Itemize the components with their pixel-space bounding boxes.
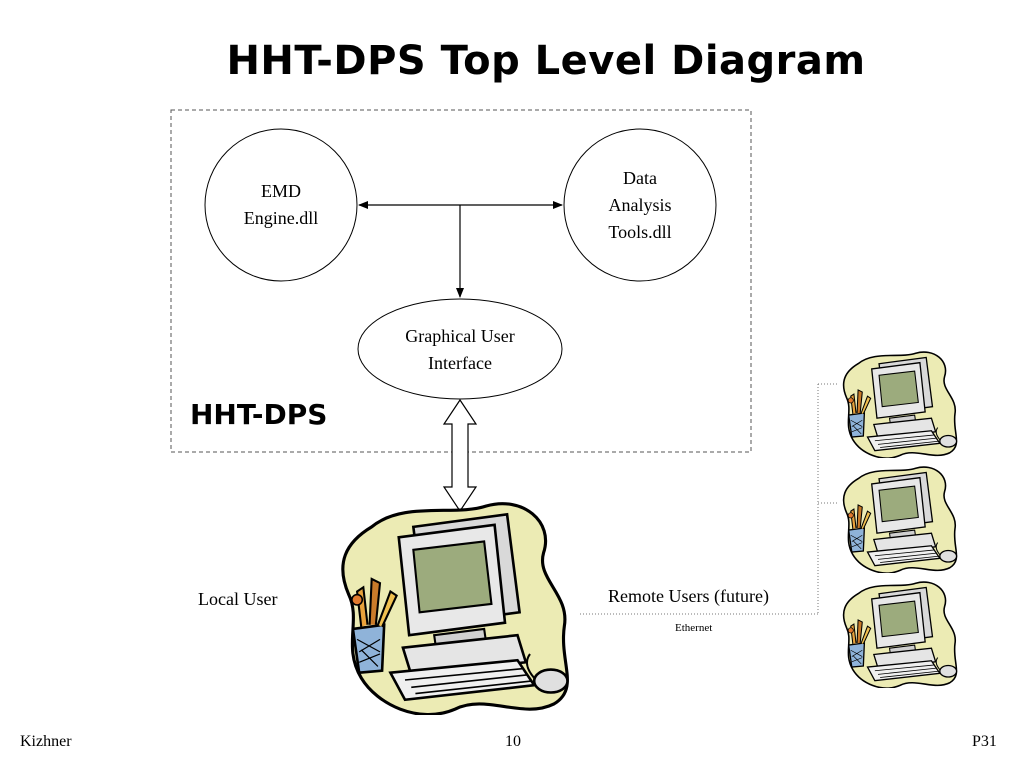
footer-code: P31 [972,733,997,750]
local-computer-icon [341,502,570,715]
remote-users-label: Remote Users (future) [608,586,769,606]
data-analysis-node-shape [563,128,717,282]
ethernet-label: Ethernet [675,622,713,634]
footer-page-number: 10 [505,733,521,750]
emd-engine-node-shape [204,128,358,282]
emd-engine-label: EMD Engine.dll [243,181,319,228]
data-analysis-tools-label: Data Analysis Tools.dll [608,168,672,242]
remote-computer-icon-1 [842,351,958,458]
remote-computer-icon-2 [842,466,958,573]
remote-computer-icon-3 [842,581,958,688]
footer-author: Kizhner [20,733,72,750]
slide-title: HHT-DPS Top Level Diagram [226,38,866,84]
gui-label: Graphical User Interface [405,326,515,373]
gui-local-user-arrow [442,398,478,513]
hht-dps-group-label: HHT-DPS [190,398,328,431]
local-user-label: Local User [198,589,278,609]
